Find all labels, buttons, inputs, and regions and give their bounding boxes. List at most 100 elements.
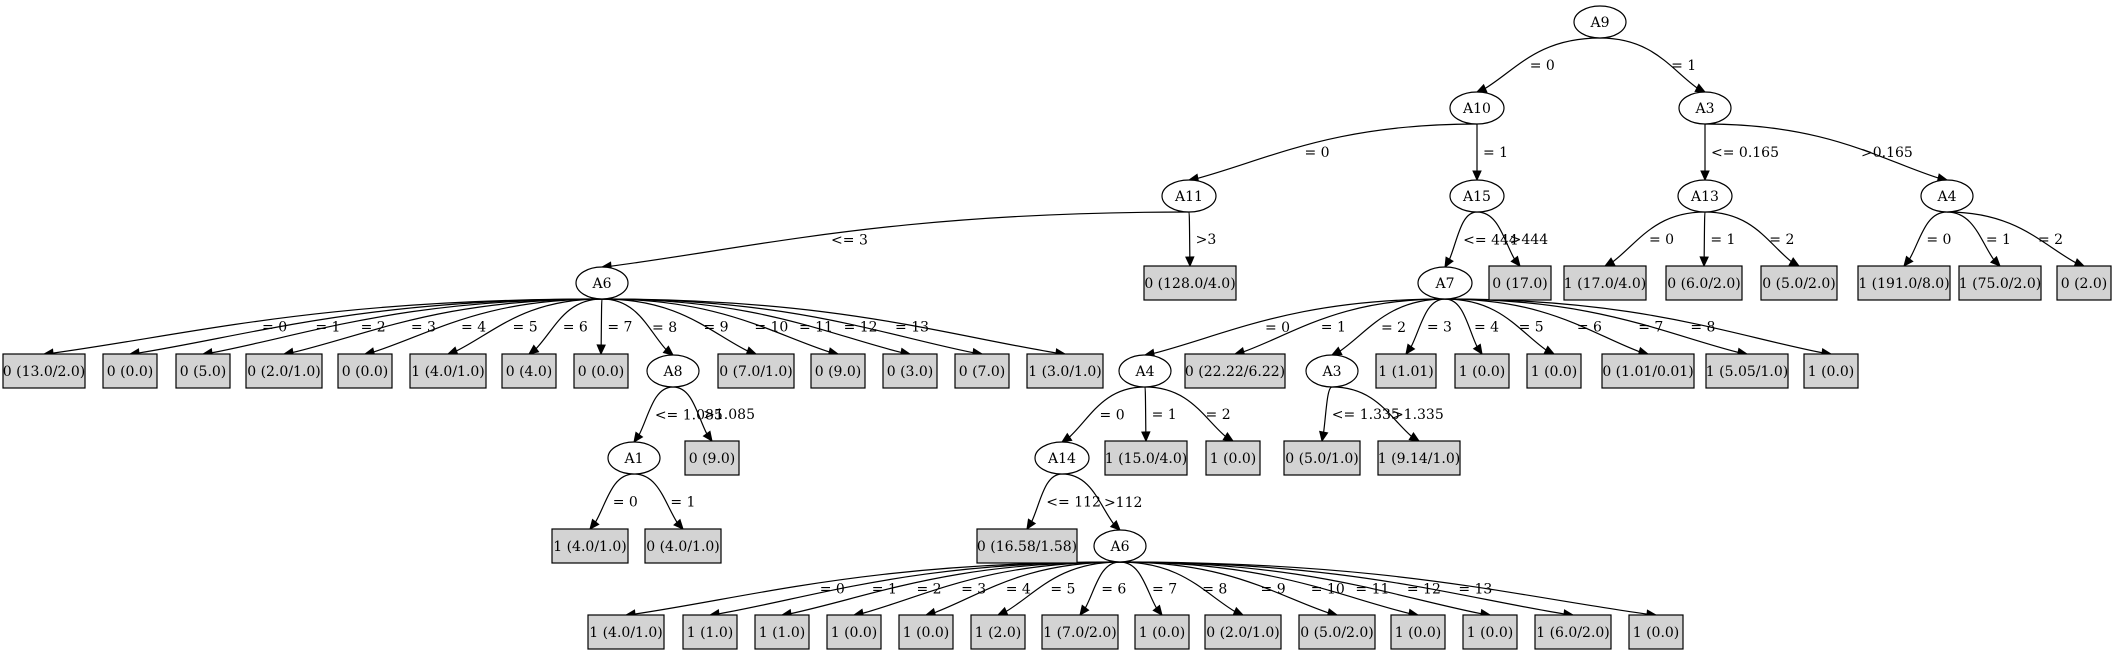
edge-label: = 0 <box>1649 232 1674 248</box>
edge-line <box>601 298 1057 354</box>
edge-arrowhead <box>1185 256 1195 268</box>
node-label: 0 (2.0/1.0) <box>1206 625 1280 641</box>
edge-line <box>600 298 603 346</box>
leaf-node-n13: 0 (5.0/2.0) <box>1760 265 1838 301</box>
edge-n50-n64: = 13 <box>1119 561 1658 619</box>
leaf-node-n12: 0 (6.0/2.0) <box>1665 265 1743 301</box>
edge-arrowhead <box>1026 518 1037 531</box>
leaf-node-n30: 1 (3.0/1.0) <box>1026 353 1104 389</box>
edge-label: = 2 <box>1206 407 1231 423</box>
leaf-node-n53: 1 (1.0) <box>754 614 810 650</box>
leaf-box <box>1803 353 1859 389</box>
node-label: 0 (4.0) <box>506 364 553 380</box>
split-node-n50: A6 <box>1093 529 1147 563</box>
edge-n9-n34: = 3 <box>1405 298 1452 356</box>
edge-line <box>1119 561 1157 609</box>
edge-n5-n12: = 1 <box>1699 211 1735 268</box>
edge-label: = 5 <box>1050 582 1075 598</box>
edge-arrowhead <box>662 345 674 356</box>
node-label: 1 (1.01) <box>1378 364 1433 380</box>
node-label: 0 (128.0/4.0) <box>1144 276 1235 292</box>
edge-label: = 1 <box>1483 145 1508 161</box>
leaf-node-n64: 1 (0.0) <box>1628 614 1684 650</box>
node-label: 0 (0.0) <box>578 364 625 380</box>
edge-n7-n28: = 11 <box>601 298 912 358</box>
edge-n42-n49: <= 112 <box>1026 473 1101 531</box>
node-label: A3 <box>1694 101 1714 117</box>
edge-arrowhead <box>1472 170 1482 182</box>
edge-line <box>595 473 635 523</box>
edge-label: = 12 <box>844 320 878 336</box>
leaf-node-n10: 0 (17.0) <box>1488 265 1552 301</box>
leaf-node-n37: 0 (1.01/0.01) <box>1601 353 1695 389</box>
node-label: 0 (13.0/2.0) <box>3 364 85 380</box>
leaf-node-n34: 1 (1.01) <box>1375 353 1437 389</box>
edge-label: >1.335 <box>1392 407 1444 423</box>
leaf-node-n49: 0 (16.58/1.58) <box>976 528 1078 564</box>
leaf-node-n29: 0 (7.0) <box>954 353 1010 389</box>
edge-line <box>1444 298 1547 351</box>
split-node-n40: A1 <box>607 441 661 475</box>
edge-arrowhead <box>589 518 600 530</box>
leaf-box <box>1283 440 1361 476</box>
leaf-box <box>882 353 938 389</box>
node-label: 1 (6.0/2.0) <box>1536 625 1610 641</box>
leaf-node-n63: 1 (6.0/2.0) <box>1534 614 1612 650</box>
leaf-box <box>409 353 487 389</box>
edge-arrowhead <box>1141 431 1151 443</box>
split-node-n3: A11 <box>1161 179 1217 213</box>
edge-label: = 13 <box>895 320 929 336</box>
leaf-node-n26: 0 (7.0/1.0) <box>717 353 795 389</box>
edge-line <box>633 473 678 523</box>
edge-line <box>456 298 603 352</box>
split-node-n25: A8 <box>646 354 700 388</box>
leaf-node-n54: 1 (0.0) <box>826 614 882 650</box>
split-ellipse <box>1417 266 1473 300</box>
edge-label: = 4 <box>1474 320 1499 336</box>
split-ellipse <box>1093 529 1147 563</box>
edge-line <box>1323 386 1333 433</box>
leaf-box <box>2056 265 2112 301</box>
leaf-box <box>102 353 158 389</box>
node-label: 0 (16.58/1.58) <box>977 539 1077 555</box>
split-node-n9: A7 <box>1417 266 1473 300</box>
node-label: A6 <box>1109 539 1129 555</box>
edge-line <box>1444 298 1640 353</box>
edge-line <box>1069 386 1146 438</box>
split-ellipse <box>1920 179 1974 213</box>
edge-n7-n23: = 6 <box>528 298 603 355</box>
edge-label: = 1 <box>1986 232 2011 248</box>
edge-line <box>672 386 708 434</box>
leaf-node-n58: 1 (0.0) <box>1134 614 1190 650</box>
node-label: 1 (0.0) <box>1633 625 1680 641</box>
edge-label: = 7 <box>607 320 632 336</box>
edge-label: = 0 <box>1926 232 1951 248</box>
leaf-box <box>1665 265 1743 301</box>
edge-n9-n35: = 4 <box>1444 298 1499 356</box>
leaf-box <box>1298 614 1376 650</box>
edge-n31-n43: = 1 <box>1141 386 1177 443</box>
node-label: 0 (5.0/2.0) <box>1300 625 1374 641</box>
edge-label: = 1 <box>1152 407 1177 423</box>
edge-arrowhead <box>1444 256 1454 269</box>
edge-label: = 4 <box>461 320 486 336</box>
edge-label: = 4 <box>1006 582 1031 598</box>
edge-line <box>1704 123 1939 179</box>
leaf-node-n41: 0 (9.0) <box>684 440 740 476</box>
leaf-node-n28: 0 (3.0) <box>882 353 938 389</box>
edge-n25-n40: <= 1.085 <box>633 386 723 444</box>
node-label: 1 (4.0/1.0) <box>589 625 663 641</box>
edge-line <box>1444 298 1739 353</box>
node-label: 0 (0.0) <box>107 364 154 380</box>
split-ellipse <box>1449 91 1505 125</box>
leaf-node-n8: 0 (128.0/4.0) <box>1143 265 1237 301</box>
edge-n0-n1: = 0 <box>1475 37 1601 93</box>
edge-arrowhead <box>702 430 713 442</box>
node-label: A7 <box>1434 276 1454 292</box>
leaf-box <box>1488 265 1552 301</box>
edge-label: = 0 <box>1304 145 1329 161</box>
node-label: A11 <box>1174 189 1203 205</box>
